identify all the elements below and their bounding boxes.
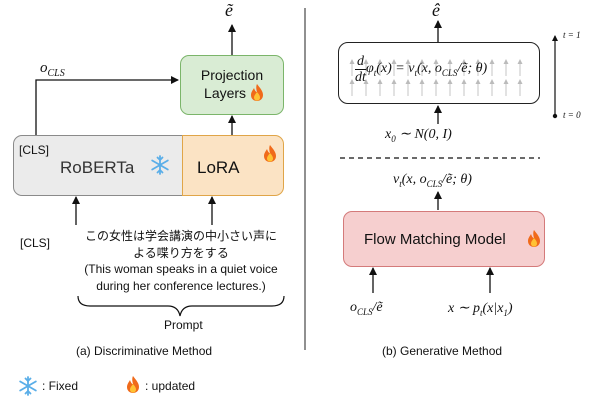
japanese-line-2: よる喋り方をする (133, 245, 229, 260)
vector-field-arrows (349, 59, 523, 96)
flame-icon (528, 230, 540, 247)
legend-snowflake-icon (19, 376, 37, 396)
english-line-2: during her conference lectures.) (96, 278, 266, 293)
legend-updated-label: : updated (145, 379, 196, 393)
snowflake-icon (151, 155, 169, 175)
ocls-input-label: oCLS/ẽ (350, 300, 383, 317)
lora-label: LoRA (197, 158, 240, 177)
left-caption: (a) Discriminative Method (76, 344, 213, 358)
lora-box: LoRA (182, 135, 284, 196)
e-hat-output: ê (432, 0, 440, 20)
t-zero-label: t = 0 (563, 110, 581, 120)
right-caption: (b) Generative Method (382, 344, 503, 358)
prompt-text: この女性は学会講演の中小さい声に よる喋り方をする (This woman sp… (70, 228, 292, 294)
english-line-1: (This woman speaks in a quiet voice (84, 262, 278, 276)
e-tilde-output: ẽ (225, 0, 233, 20)
layers-label: Layers (181, 84, 283, 103)
roberta-box: [CLS] RoBERTa (13, 135, 183, 196)
time-axis-origin (552, 113, 558, 119)
ode-equation: d dt φt(x) = vt(x, oCLS/ẽ; θ) (355, 54, 488, 85)
cls-tag: [CLS] (19, 143, 50, 157)
prompt-brace (77, 295, 285, 317)
o-cls-label: oCLS (40, 60, 65, 79)
roberta-label: RoBERTa (60, 158, 135, 177)
japanese-line-1: この女性は学会講演の中小さい声に (84, 229, 277, 243)
projection-label: Projection (200, 67, 264, 83)
flow-matching-model-label: Flow Matching Model (364, 231, 506, 248)
flame-icon (264, 145, 276, 162)
flow-matching-model-box: Flow Matching Model (343, 211, 545, 267)
cls-input-label: [CLS] (20, 236, 51, 250)
legend-flame-icon (127, 376, 139, 393)
projection-layers-box: Projection Layers (180, 55, 284, 115)
x-sample-input-label: x ∼ pt(x|x1) (448, 301, 513, 318)
flame-icon (250, 84, 263, 102)
ode-box (338, 42, 540, 104)
t-one-label: t = 1 (563, 30, 581, 40)
vt-output: vt(x, oCLS/ẽ; θ) (393, 172, 472, 189)
x0-distribution: x0 ∼ N(0, I) (385, 127, 452, 144)
arrow-ocls-to-projection (35, 76, 179, 135)
prompt-label: Prompt (164, 318, 203, 332)
legend-fixed-label: : Fixed (42, 379, 79, 393)
